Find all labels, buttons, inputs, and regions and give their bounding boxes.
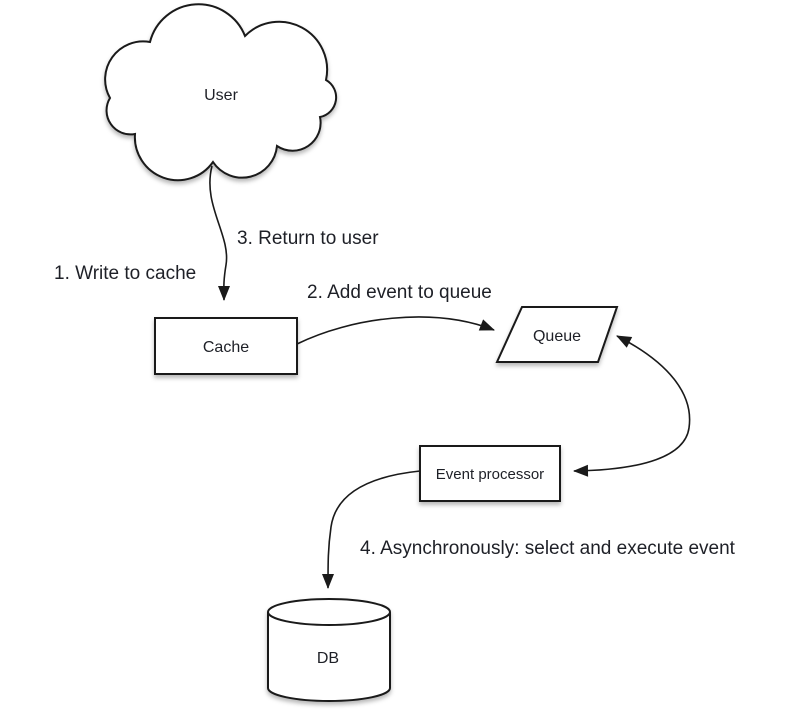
db-label: DB: [317, 650, 339, 667]
user-label: User: [204, 87, 238, 104]
edge-queue-event-processor-bidirectional: [573, 335, 691, 477]
db-cylinder: [267, 598, 391, 702]
edge-event-processor-to-db: [322, 470, 421, 589]
step-1-label: 1. Write to cache: [54, 263, 196, 284]
db-cylinder-body: [267, 612, 391, 702]
queue-label: Queue: [533, 328, 581, 345]
db-cylinder-top: [267, 598, 391, 626]
cache-box: [154, 317, 298, 375]
edge-cache-to-queue: [296, 316, 495, 345]
cache-label: Cache: [203, 339, 249, 356]
step-2-label: 2. Add event to queue: [307, 282, 492, 303]
step-4-label: 4. Asynchronously: select and execute ev…: [360, 538, 736, 559]
step-3-label: 3. Return to user: [237, 228, 379, 249]
event-processor-box: [419, 445, 561, 502]
queue-parallelogram: [495, 306, 619, 363]
event-processor-label: Event processor: [436, 466, 544, 483]
edge-user-to-cache: [209, 165, 230, 301]
user-cloud-shape: [104, 3, 338, 182]
